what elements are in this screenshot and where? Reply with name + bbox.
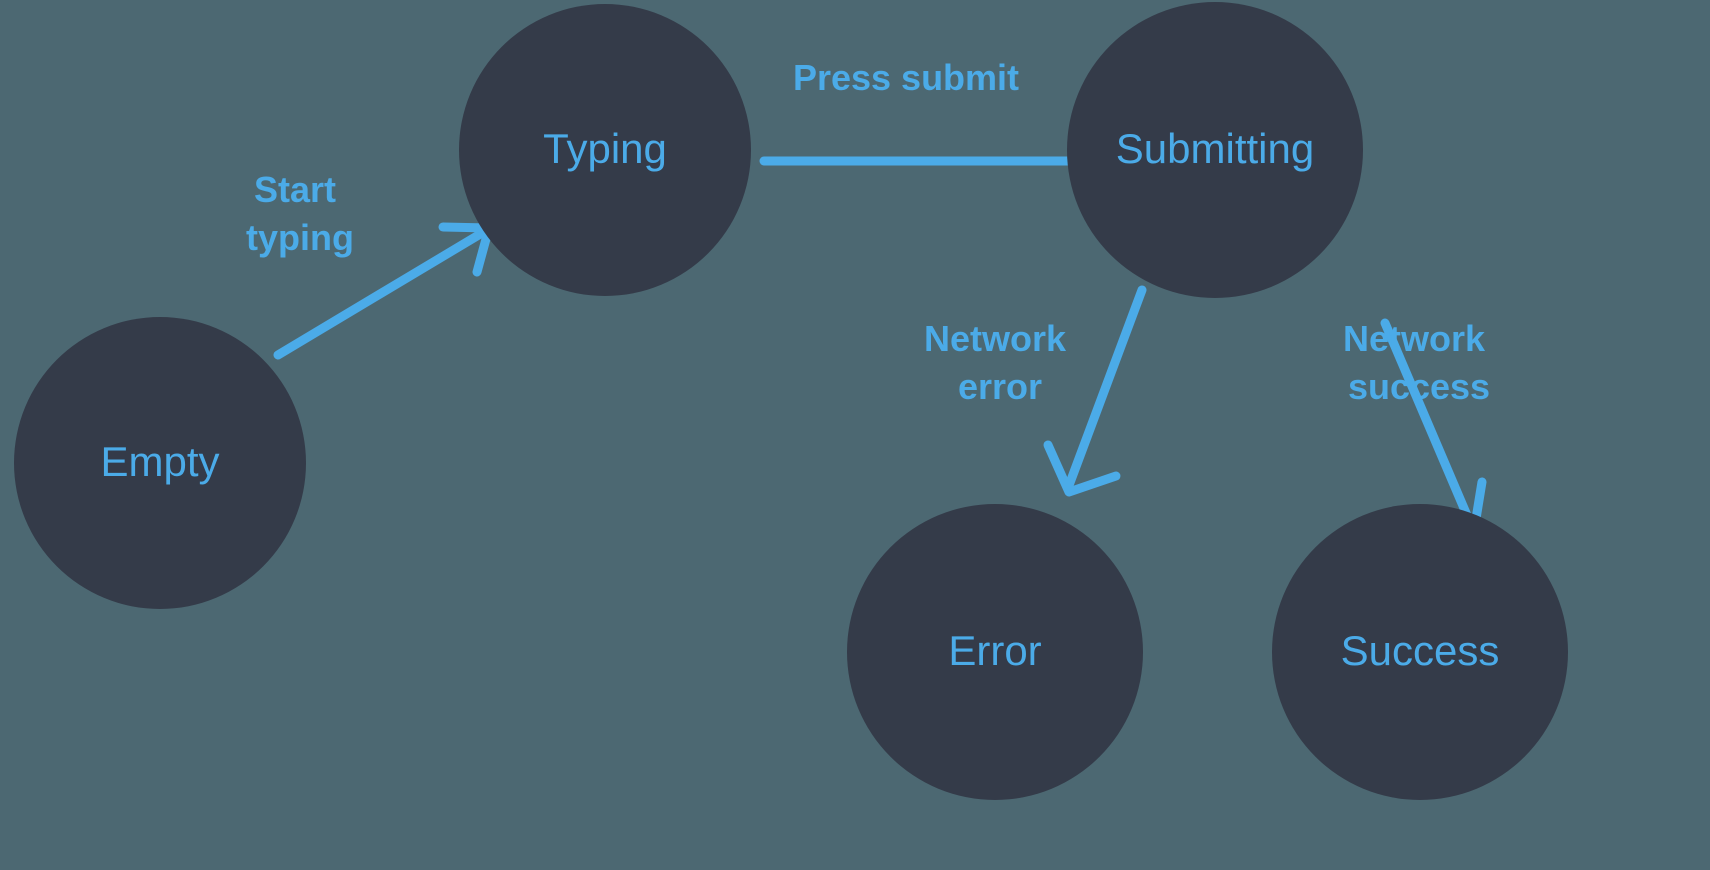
state-node-label: Typing <box>543 125 667 172</box>
edge-label-line: Press submit <box>793 57 1019 98</box>
state-node-label: Error <box>948 627 1041 674</box>
edge-line <box>273 225 492 360</box>
state-node-circle[interactable] <box>1067 2 1363 298</box>
edge-line <box>1380 318 1477 532</box>
state-node-empty[interactable]: Empty <box>14 317 306 609</box>
edge-label-line: success <box>1348 366 1490 407</box>
edge-label-line: Network <box>1343 318 1486 359</box>
edge-label-line: Network <box>924 318 1067 359</box>
edge-empty-to-typing: Start typing <box>246 169 494 360</box>
edge-line <box>1063 285 1147 493</box>
arrowhead-icon <box>1043 440 1121 497</box>
edge-typing-to-submitting: Press submit <box>759 57 1151 203</box>
state-node-typing[interactable]: Typing <box>459 4 751 296</box>
edge-submitting-to-error: Network error <box>924 285 1147 497</box>
edge-label-line: error <box>958 366 1042 407</box>
state-node-label: Submitting <box>1116 125 1314 172</box>
state-node-submitting[interactable]: Submitting <box>1067 2 1363 298</box>
state-node-label: Empty <box>100 438 219 485</box>
edge-label-start-typing: Start typing <box>246 169 354 258</box>
edge-label-press-submit: Press submit <box>793 57 1019 98</box>
edge-label-line: Start <box>254 169 336 210</box>
state-node-circle[interactable] <box>459 4 751 296</box>
state-node-circle[interactable] <box>1272 504 1568 800</box>
state-node-success[interactable]: Success <box>1272 504 1568 800</box>
edge-label-network-success: Network success <box>1343 318 1495 407</box>
state-node-label: Success <box>1341 627 1500 674</box>
edge-label-network-error: Network error <box>924 318 1076 407</box>
edge-submitting-to-success: Network success <box>1343 318 1495 536</box>
state-node-error[interactable]: Error <box>847 504 1143 800</box>
state-node-circle[interactable] <box>14 317 306 609</box>
state-node-circle[interactable] <box>847 504 1143 800</box>
edge-label-line: typing <box>246 217 354 258</box>
